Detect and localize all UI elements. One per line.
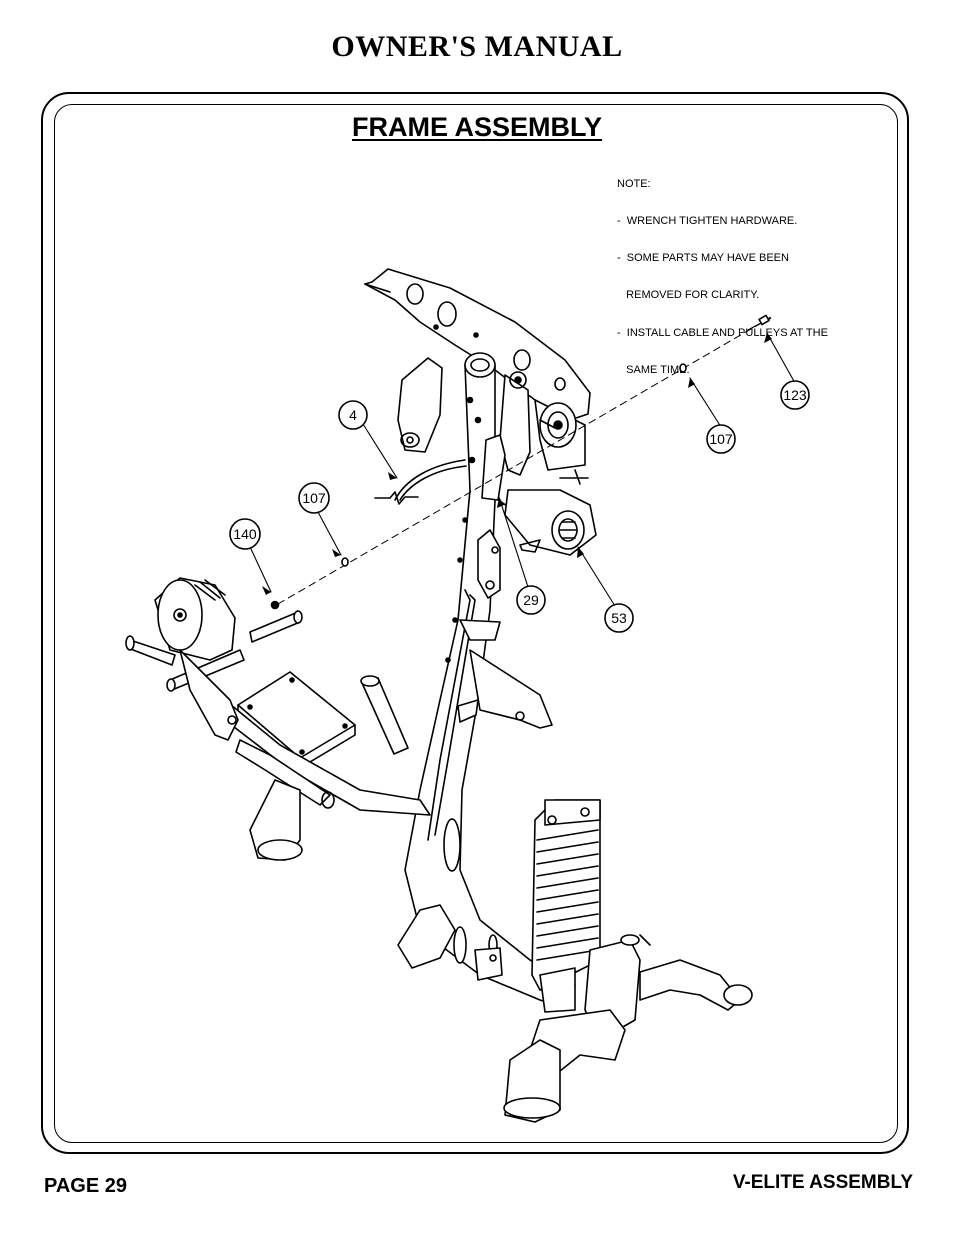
section-title: FRAME ASSEMBLY [351, 112, 603, 142]
hardware-axis [270, 314, 772, 610]
callout-4 [338, 400, 368, 430]
nut-140 [270, 600, 280, 610]
top-arm-plate [364, 268, 591, 421]
leader-arrowheads [262, 333, 772, 595]
upper-left-pad [397, 357, 443, 453]
washer-107-left [341, 557, 349, 567]
note-line: REMOVED FOR CLARITY. [617, 289, 760, 302]
callout-label: 140 [233, 526, 257, 542]
upper-pulley-bracket [499, 371, 589, 485]
note-line: NOTE: [617, 177, 651, 190]
callout-label: 4 [349, 407, 357, 423]
callout-label: 107 [302, 490, 326, 506]
front-base-foot [503, 1009, 626, 1123]
lower-pulley-53 [504, 489, 597, 556]
leader-lines [250, 332, 796, 607]
page-number: PAGE 29 [44, 1175, 127, 1197]
callout-107-left [298, 482, 330, 514]
note-line: - WRENCH TIGHTEN HARDWARE. [617, 215, 798, 228]
inner-page-border [54, 104, 898, 1143]
cable-4 [374, 459, 467, 505]
callout-label: 107 [709, 431, 733, 447]
note-line: - SOME PARTS MAY HAVE BEEN [617, 252, 789, 265]
callout-label: 123 [783, 387, 807, 403]
callout-107-right [706, 424, 736, 454]
washer-107-right [679, 363, 687, 373]
callout-123 [780, 380, 810, 410]
leg-developer [125, 577, 303, 741]
callout-label: 53 [611, 610, 627, 626]
page-header-title: OWNER'S MANUAL [331, 30, 623, 63]
callout-29 [516, 585, 546, 615]
document-name: V-ELITE ASSEMBLY [732, 1172, 913, 1193]
front-bar-post [360, 675, 409, 755]
note-line: - INSTALL CABLE AND PULLEYS AT THE [617, 326, 828, 339]
seat-frame [224, 699, 431, 861]
assembly-note: NOTE: - WRENCH TIGHTEN HARDWARE. - SOME … [617, 153, 828, 389]
outer-page-border [41, 92, 909, 1154]
lower-left-pad [397, 904, 503, 981]
weight-stack [531, 799, 601, 1013]
callout-140 [229, 518, 261, 550]
middle-bracket [457, 619, 553, 729]
rear-base-right [639, 959, 753, 1011]
callout-label: 29 [523, 592, 539, 608]
callout-53 [604, 603, 634, 633]
